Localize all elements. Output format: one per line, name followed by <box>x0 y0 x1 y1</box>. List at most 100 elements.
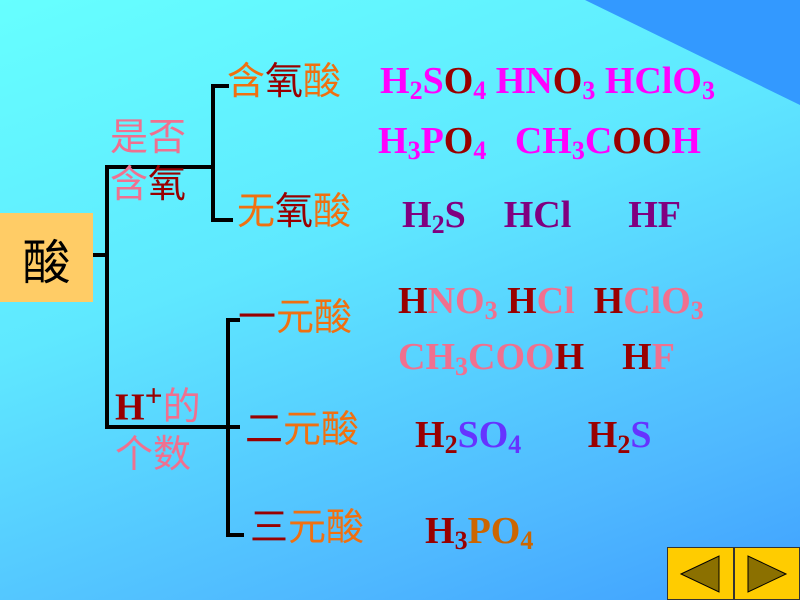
formula-list: H3PO4 CH3COOH <box>378 120 701 164</box>
text-segment: 含 <box>227 59 266 103</box>
text-segment: F <box>651 336 675 378</box>
connector <box>226 533 244 537</box>
text-segment: ClO <box>623 280 691 322</box>
connector <box>211 84 215 222</box>
text-segment: 3 <box>484 296 498 325</box>
text-segment: 3 <box>582 76 596 105</box>
category-diprotic: 二元酸 <box>245 410 359 448</box>
connector <box>105 425 240 429</box>
text-segment: CH <box>486 120 572 162</box>
formula-list: H2SO4 HNO3 HClO3 <box>380 60 715 104</box>
text-segment: 酸 <box>313 189 352 233</box>
text-segment: 4 <box>473 76 487 105</box>
connector <box>105 165 215 169</box>
text-segment: N <box>525 60 553 102</box>
triangle-left-icon <box>680 554 720 593</box>
text-segment: 酸 <box>303 59 342 103</box>
text-segment: 元酸 <box>288 505 365 549</box>
root-node-acid: 酸 <box>0 213 93 302</box>
text-segment: CH <box>398 336 455 378</box>
connector <box>105 165 109 429</box>
text-segment: H <box>415 414 445 456</box>
category-non-oxyacid: 无氧酸 <box>237 192 351 230</box>
text-segment: H <box>398 280 428 322</box>
criterion-label: 含氧 <box>110 165 186 203</box>
connector <box>226 318 230 537</box>
text-segment: O <box>443 60 474 102</box>
connector <box>226 318 240 322</box>
formula-list: HNO3 HCl HClO3 <box>398 280 704 324</box>
triangle-right-icon <box>747 554 787 593</box>
text-segment: 元酸 <box>276 295 353 339</box>
text-segment: 氧 <box>265 59 304 103</box>
text-segment: S HCl HF <box>444 194 682 236</box>
text-segment: O <box>552 60 583 102</box>
text-segment: 氧 <box>148 162 187 206</box>
text-segment: H <box>584 336 652 378</box>
text-segment: PO <box>467 510 521 552</box>
text-segment: 二 <box>245 407 284 451</box>
text-segment: 3 <box>454 526 468 555</box>
category-oxyacid: 含氧酸 <box>227 62 341 100</box>
text-segment: NO <box>427 280 485 322</box>
text-segment: 含 <box>110 162 149 206</box>
text-segment: 元酸 <box>283 407 360 451</box>
text-segment: C <box>584 120 613 162</box>
text-segment: 2 <box>431 210 445 239</box>
connector <box>211 84 229 88</box>
text-segment: H <box>574 280 624 322</box>
text-segment: H <box>402 194 432 236</box>
text-segment: 2 <box>617 430 631 459</box>
connector <box>93 253 109 257</box>
text-segment: 氧 <box>275 189 314 233</box>
text-segment: 是否 <box>110 115 187 159</box>
text-segment: 3 <box>571 136 585 165</box>
text-segment: 三 <box>250 505 289 549</box>
text-segment: 3 <box>690 296 704 325</box>
text-segment: 4 <box>508 430 522 459</box>
text-segment: 2 <box>444 430 458 459</box>
formula-list: H3PO4 <box>425 510 533 554</box>
text-segment: 一 <box>238 295 277 339</box>
root-label: 酸 <box>22 234 71 291</box>
text-segment: P <box>420 120 444 162</box>
criterion-label: 是否 <box>110 118 186 156</box>
text-segment: SO <box>457 414 509 456</box>
text-segment: + <box>144 378 163 413</box>
text-segment: H <box>486 60 526 102</box>
text-segment: 3 <box>455 352 468 381</box>
text-segment: 2 <box>409 76 423 105</box>
text-segment: H <box>521 414 618 456</box>
text-segment: Cl <box>536 280 575 322</box>
text-segment: OO <box>612 120 672 162</box>
connector <box>211 218 233 222</box>
text-segment: 4 <box>520 526 534 555</box>
text-segment: 4 <box>473 136 487 165</box>
text-segment: H <box>671 120 701 162</box>
text-segment: 个数 <box>115 432 192 476</box>
text-segment: H <box>497 280 537 322</box>
text-segment: H <box>425 510 455 552</box>
formula-list: CH3COOH HF <box>398 336 675 380</box>
text-segment: H <box>554 336 585 378</box>
text-segment: S <box>422 60 444 102</box>
text-segment: S <box>630 414 652 456</box>
text-segment: 3 <box>407 136 421 165</box>
next-slide-button[interactable] <box>733 547 800 600</box>
formula-list: H2SO4 H2S <box>415 414 652 458</box>
criterion-label: 个数 <box>115 435 191 473</box>
category-triprotic: 三元酸 <box>250 508 364 546</box>
text-segment: HClO <box>595 60 702 102</box>
text-segment: O <box>443 120 474 162</box>
text-segment: 的 <box>162 384 201 429</box>
formula-list: H2S HCl HF <box>402 194 682 238</box>
criterion-label: H+的 <box>115 380 201 427</box>
text-segment: H <box>380 60 410 102</box>
text-segment: H <box>378 120 408 162</box>
slide-nav <box>667 547 800 600</box>
text-segment: 3 <box>701 76 715 105</box>
text-segment: COO <box>468 336 555 378</box>
category-monoprotic: 一元酸 <box>238 298 352 336</box>
prev-slide-button[interactable] <box>667 547 734 600</box>
